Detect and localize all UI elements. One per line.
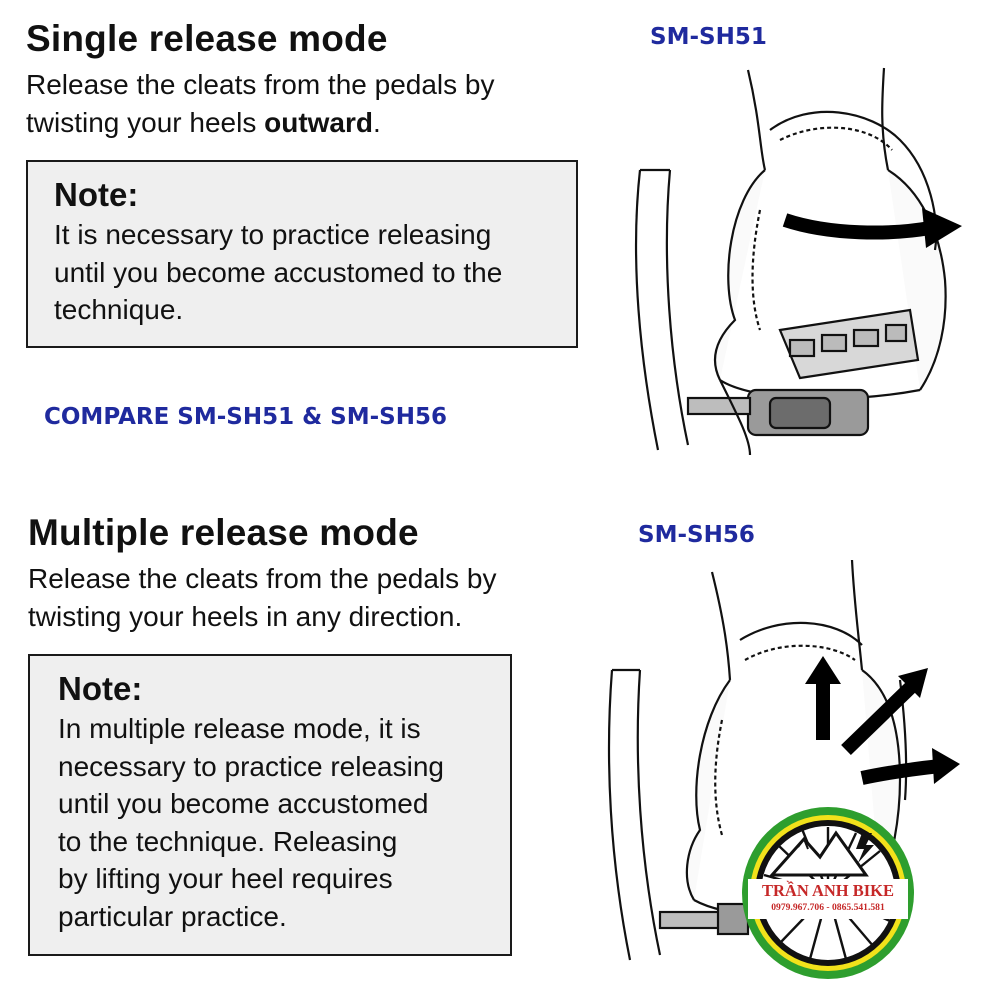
model-label-sh56: SM-SH56 xyxy=(638,522,755,548)
logo-phone-numbers: 0979.967.706 - 0865.541.581 xyxy=(771,902,885,913)
multiple-note-line: by lifting your heel requires xyxy=(58,863,393,894)
single-desc-period: . xyxy=(373,107,381,138)
bicycle-wheel-mountain-logo xyxy=(742,807,914,979)
multiple-note-line: necessary to practice releasing xyxy=(58,750,444,782)
single-release-description: Release the cleats from the pedals by tw… xyxy=(26,66,494,142)
single-desc-text: twisting your heels xyxy=(26,107,265,138)
single-release-title: Single release mode xyxy=(26,18,388,59)
single-desc-bold: outward xyxy=(264,107,373,138)
multiple-note-title: Note: xyxy=(58,670,143,707)
multiple-note-line: until you become accustomed xyxy=(58,788,429,819)
single-desc-line-1: Release the cleats from the pedals by xyxy=(26,69,495,100)
single-note-title: Note: xyxy=(54,176,139,213)
shoe-pedal-multi-direction-arrows-illustration xyxy=(607,560,960,961)
multiple-release-description: Release the cleats from the pedals by tw… xyxy=(28,560,496,636)
single-note-text: It is necessary to practice releasing un… xyxy=(54,216,576,329)
logo-shop-name: TRẦN ANH BIKE xyxy=(761,881,895,900)
multiple-note-text: In multiple release mode, it is necessar… xyxy=(58,710,510,935)
single-note-line: until you become accustomed to the xyxy=(54,256,503,288)
model-label-sh51: SM-SH51 xyxy=(650,24,767,50)
multiple-note-line: particular practice. xyxy=(58,900,287,932)
single-desc-line-2: twisting your heels outward. xyxy=(26,104,494,142)
multiple-release-title: Multiple release mode xyxy=(28,512,419,553)
multiple-desc-line: twisting your heels in any direction. xyxy=(28,601,463,632)
single-note-line: It is necessary to practice releasing xyxy=(54,219,492,250)
single-note-box: Note: It is necessary to practice releas… xyxy=(26,160,578,348)
compare-label: COMPARE SM-SH51 & SM-SH56 xyxy=(44,404,448,430)
shoe-pedal-outward-arrow-illustration xyxy=(634,67,962,456)
single-note-line: technique. xyxy=(54,294,184,325)
multiple-note-line: to the technique. Releasing xyxy=(58,825,398,857)
multiple-desc-line: Release the cleats from the pedals by xyxy=(28,563,497,594)
multiple-note-line: In multiple release mode, it is xyxy=(58,713,421,744)
multiple-note-box: Note: In multiple release mode, it is ne… xyxy=(28,654,512,956)
